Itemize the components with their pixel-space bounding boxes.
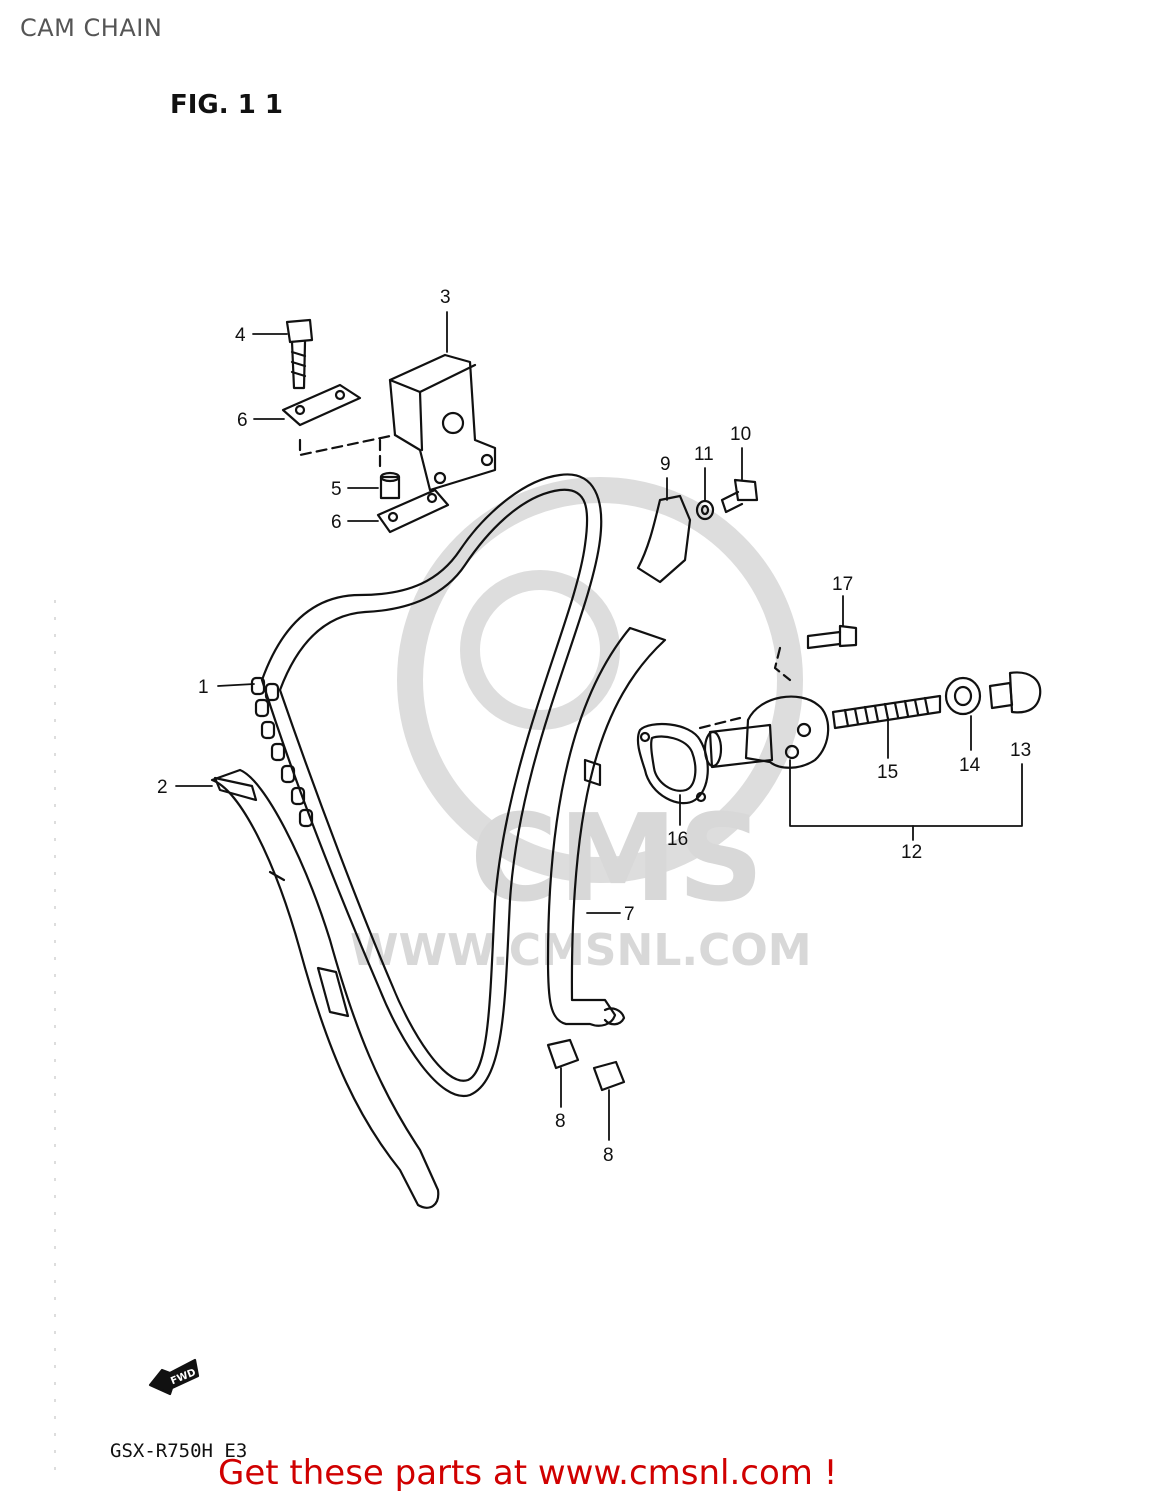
assembly-lines	[298, 433, 792, 730]
callout-8b: 8	[603, 1145, 614, 1166]
watermark-url: WWW.CMSNL.COM	[350, 925, 812, 976]
callout-2: 2	[157, 777, 168, 798]
callout-6a: 6	[237, 410, 248, 431]
washer-14	[944, 676, 982, 716]
callout-8a: 8	[555, 1111, 566, 1132]
gasket	[636, 723, 709, 805]
callout-14: 14	[959, 755, 981, 776]
bolt-10	[720, 478, 759, 514]
watermark: CMS WWW.CMSNL.COM	[350, 477, 812, 976]
callout-5: 5	[331, 479, 342, 500]
callout-16: 16	[667, 829, 688, 850]
watermark-logo: CMS	[470, 790, 764, 929]
callout-3: 3	[440, 287, 451, 308]
cap-bolt	[988, 671, 1042, 714]
plate-lower	[376, 488, 450, 534]
bolt-17	[806, 624, 858, 650]
callout-13: 13	[1010, 740, 1031, 761]
callout-10: 10	[730, 424, 751, 445]
callouts: 1 2 3 4 5 6 6 7 8 8 9 10 11 12 13 14 15 …	[157, 287, 1031, 1166]
callout-17: 17	[832, 574, 853, 595]
tensioner-blade	[546, 626, 667, 1027]
spring	[831, 694, 942, 730]
callout-1: 1	[198, 677, 209, 698]
callout-12: 12	[901, 842, 922, 863]
figure-label: FIG. 1 1	[170, 90, 283, 120]
callout-9: 9	[660, 454, 671, 475]
bushing-upper	[546, 1038, 580, 1070]
cta-link[interactable]: Get these parts at www.cmsnl.com !	[218, 1453, 838, 1493]
callout-6b: 6	[331, 512, 342, 533]
fwd-arrow-icon	[148, 1358, 200, 1396]
callout-7: 7	[624, 904, 635, 925]
tensioner-assembly	[703, 695, 830, 769]
model-label: GSX-R750H E3	[110, 1440, 248, 1462]
callout-15: 15	[877, 762, 898, 783]
plate-upper	[281, 383, 362, 427]
chain-guide	[210, 768, 440, 1209]
callout-4: 4	[235, 325, 246, 346]
chain-guide-top	[388, 353, 497, 492]
washer-11	[695, 499, 715, 521]
callout-11: 11	[694, 444, 714, 465]
tensioner-pad	[636, 494, 692, 584]
dowel-pin	[379, 471, 401, 500]
page-title: CAM CHAIN	[20, 14, 163, 42]
leader-lines	[175, 311, 1023, 1141]
cam-chain	[250, 473, 603, 1098]
bolt-4	[285, 318, 314, 390]
bushing-lower	[592, 1060, 626, 1092]
